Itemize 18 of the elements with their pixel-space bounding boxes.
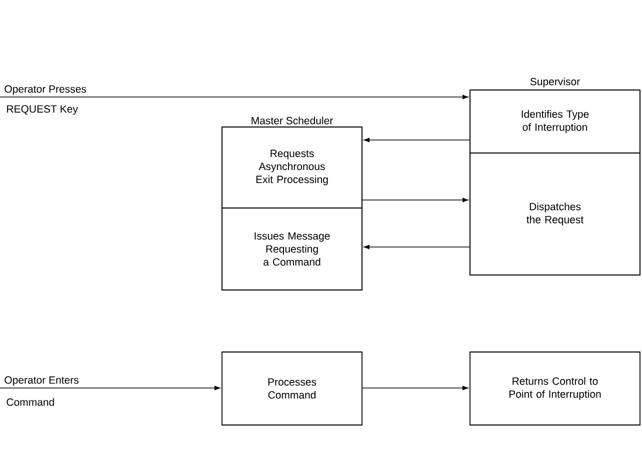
process-box: Processes Command [222, 352, 362, 426]
process-box: Dispatches the Request [470, 152, 640, 276]
arrow [362, 198, 468, 202]
note-text: Command [6, 398, 54, 406]
box-heading: Master Scheduler [252, 116, 333, 124]
process-box: Issues Message Requesting a Command [222, 208, 362, 290]
arrow [0, 94, 468, 100]
process-box: Requests Asynchronous Exit Processing [222, 126, 362, 208]
arrow [364, 138, 470, 142]
arrow [0, 386, 220, 390]
note-text: REQUEST Key [7, 105, 78, 115]
arrow [364, 244, 470, 250]
process-box: Identifies Type of Interruption [470, 90, 640, 154]
process-box: Returns Control to Point of Interruption [470, 352, 640, 426]
edge-label: Operator Enters [4, 376, 78, 386]
box-heading: Supervisor [530, 78, 580, 88]
arrow [362, 386, 468, 390]
edge-label: Operator Presses [4, 85, 86, 95]
